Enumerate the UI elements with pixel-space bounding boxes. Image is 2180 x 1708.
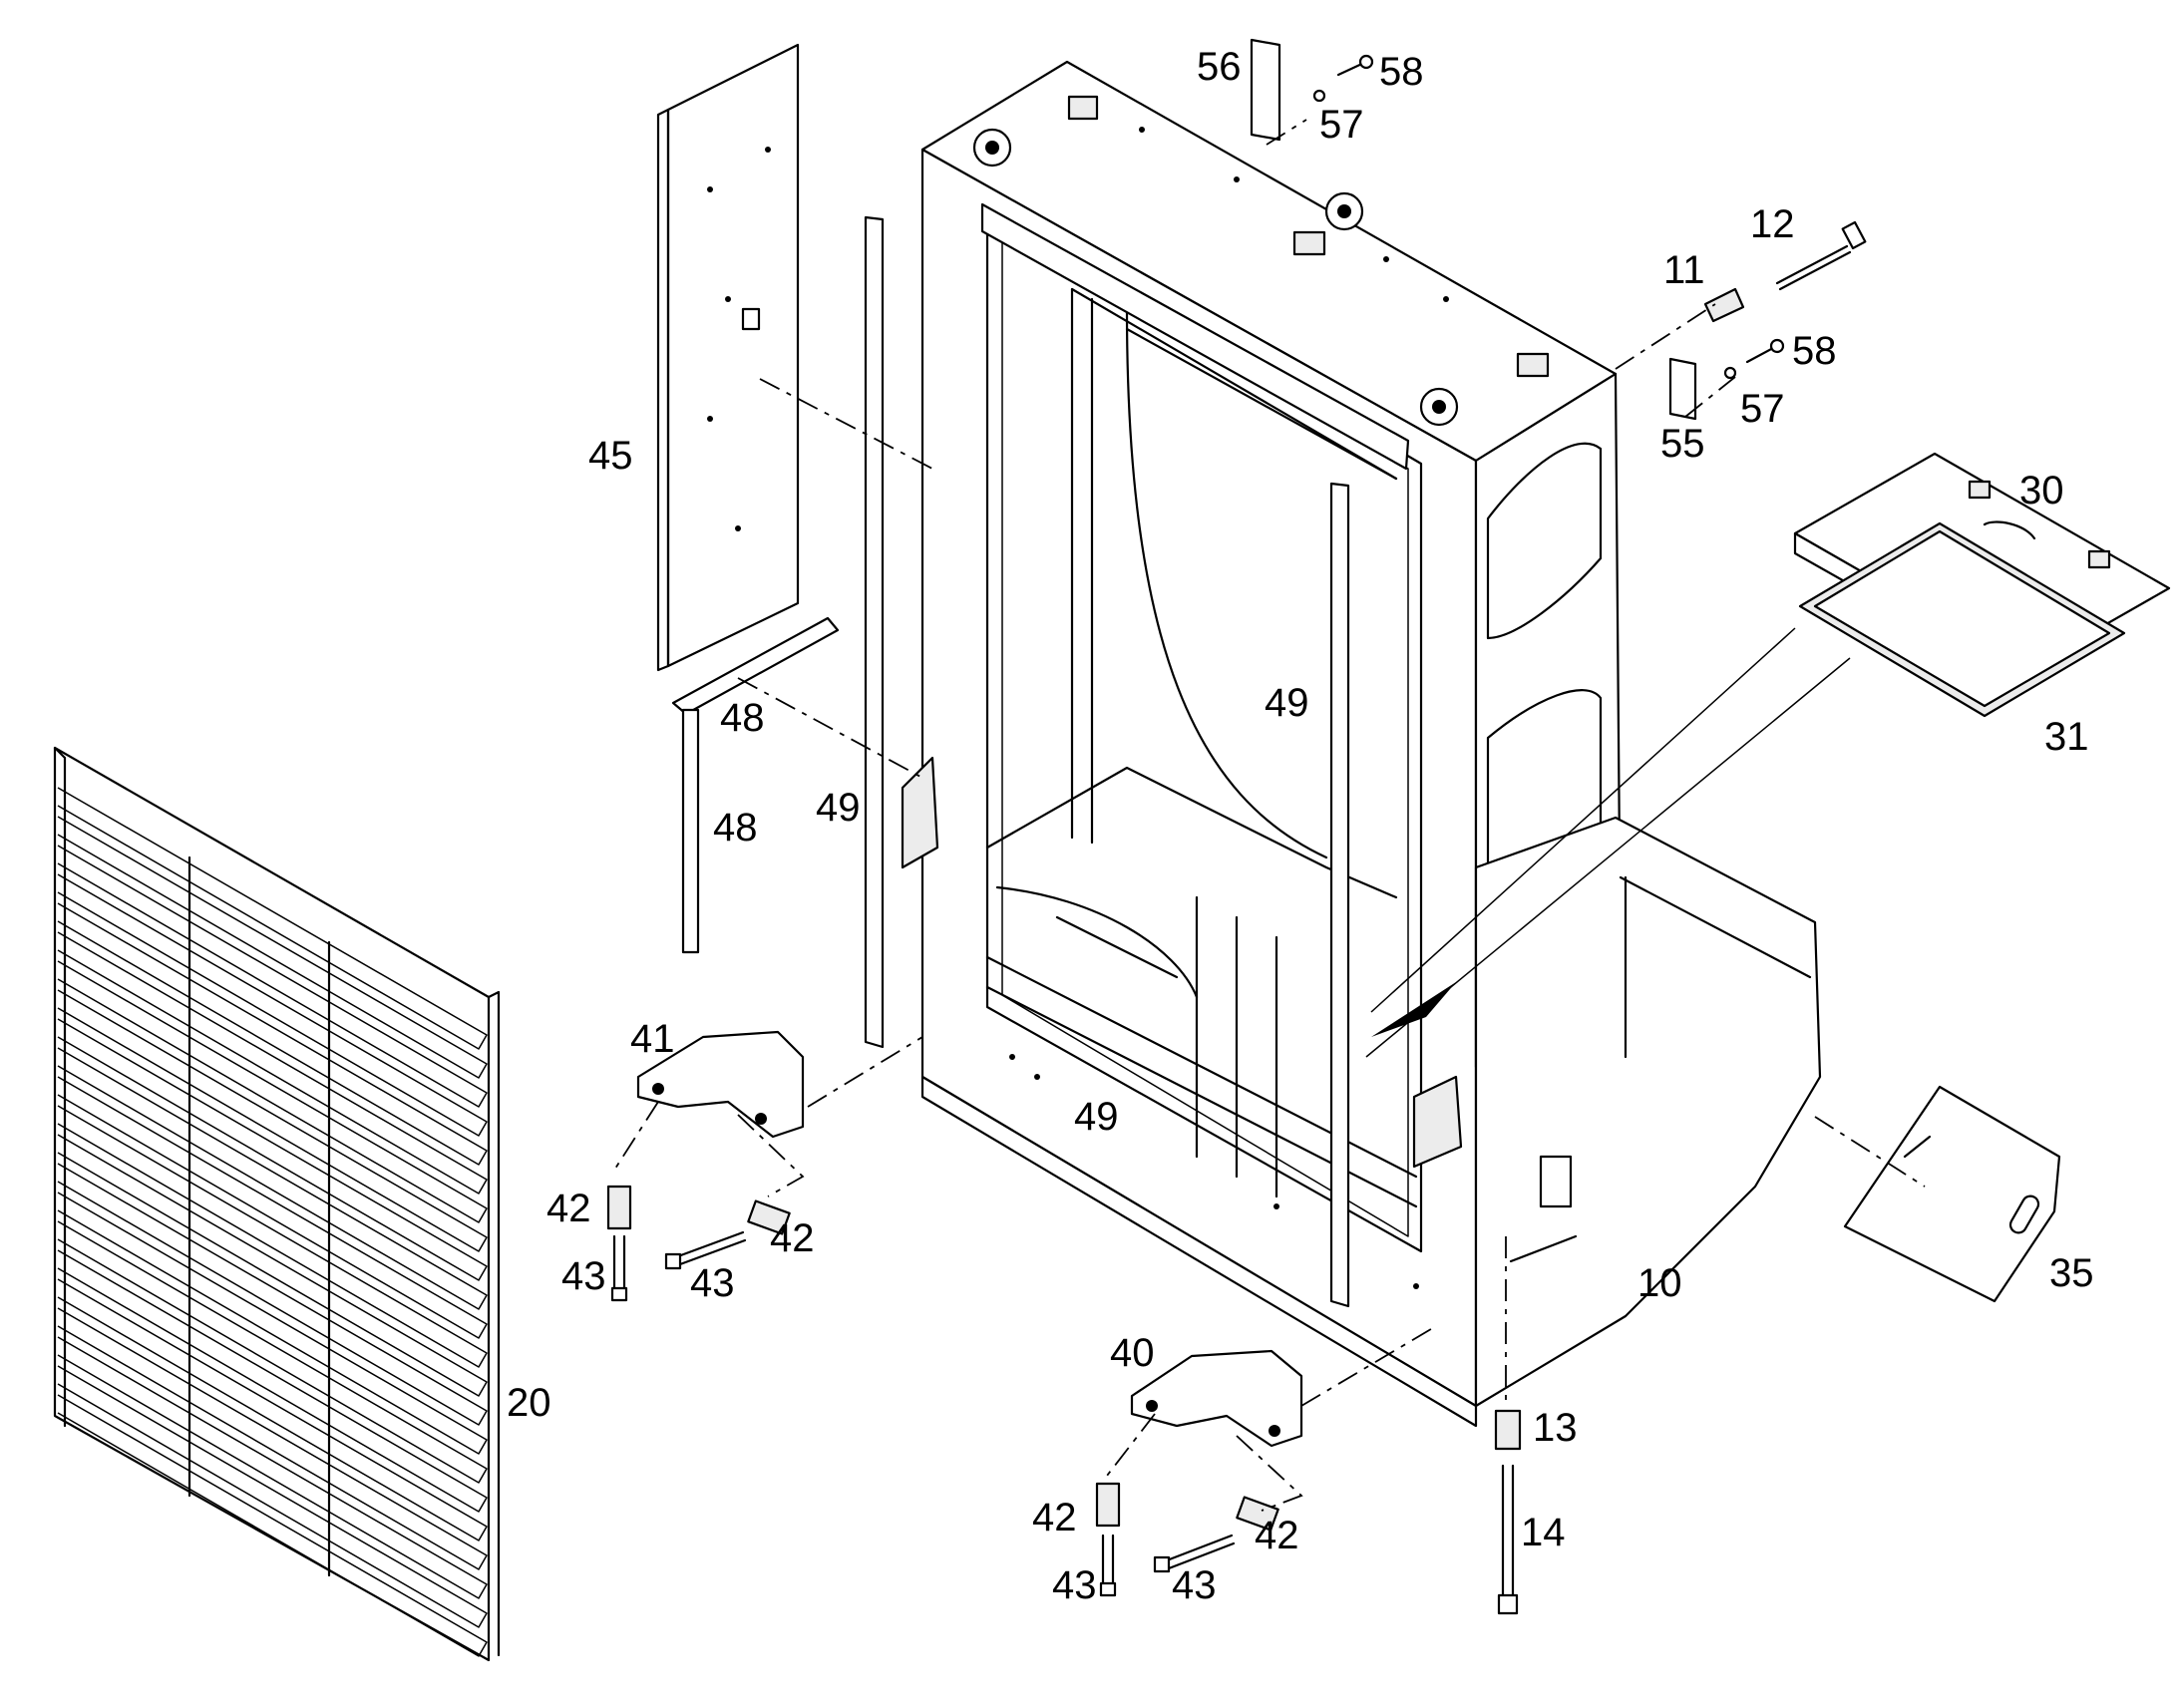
louver-slat bbox=[57, 960, 488, 1223]
label-58-a: 58 bbox=[1379, 50, 1424, 94]
louvered-grille bbox=[53, 746, 501, 1662]
label-31: 31 bbox=[2044, 715, 2089, 759]
louver-slat bbox=[57, 989, 488, 1252]
callout-labels: 10 11 12 13 14 20 30 31 35 40 41 42 42 4… bbox=[507, 45, 2094, 1607]
label-41: 41 bbox=[630, 1017, 675, 1061]
label-48-a: 48 bbox=[720, 696, 765, 740]
label-43-d: 43 bbox=[1172, 1563, 1217, 1607]
label-55: 55 bbox=[1660, 422, 1705, 466]
label-49-c: 49 bbox=[1074, 1095, 1119, 1139]
louver-slat bbox=[57, 1249, 488, 1513]
assembly-lines bbox=[612, 119, 1926, 1512]
louver-slat bbox=[57, 902, 488, 1166]
label-43-b: 43 bbox=[690, 1261, 735, 1305]
louver-slat bbox=[57, 1336, 488, 1599]
label-45: 45 bbox=[588, 434, 633, 478]
label-35: 35 bbox=[2049, 1251, 2094, 1295]
louver-slat bbox=[57, 1134, 488, 1397]
louver-slat bbox=[57, 787, 488, 1050]
label-12: 12 bbox=[1750, 202, 1795, 246]
label-56: 56 bbox=[1197, 45, 1242, 89]
label-10: 10 bbox=[1637, 1261, 1682, 1305]
label-20: 20 bbox=[507, 1381, 551, 1425]
label-49-b: 49 bbox=[1265, 681, 1309, 725]
louver-slat bbox=[57, 931, 488, 1195]
label-43-c: 43 bbox=[1052, 1563, 1097, 1607]
seal-strips bbox=[671, 215, 1350, 1308]
label-42-c: 42 bbox=[1032, 1496, 1077, 1539]
bracket-40 bbox=[1130, 1349, 1303, 1448]
door-panel bbox=[656, 43, 800, 672]
louver-slat bbox=[57, 1163, 488, 1426]
louver-slat bbox=[57, 1394, 488, 1657]
label-30: 30 bbox=[2019, 469, 2064, 512]
label-43-a: 43 bbox=[561, 1254, 606, 1298]
louver-slat bbox=[57, 873, 488, 1137]
label-49-a: 49 bbox=[816, 786, 861, 830]
louver-slat bbox=[57, 1278, 488, 1541]
label-42-b: 42 bbox=[770, 1216, 815, 1260]
cab-frame bbox=[901, 60, 1851, 1428]
louver-slat bbox=[57, 1307, 488, 1570]
cover-plate bbox=[1793, 452, 2171, 718]
louver-slat bbox=[57, 1076, 488, 1339]
louver-slat bbox=[57, 1220, 488, 1484]
louver-slat bbox=[57, 1365, 488, 1628]
side-plate bbox=[1843, 1085, 2061, 1303]
louver-slat bbox=[57, 816, 488, 1079]
label-48-b: 48 bbox=[713, 806, 758, 850]
louver-slat bbox=[57, 1105, 488, 1368]
hardware bbox=[606, 38, 1867, 1615]
label-42-d: 42 bbox=[1255, 1514, 1299, 1557]
louver-slat bbox=[57, 1018, 488, 1281]
label-57-a: 57 bbox=[1319, 103, 1364, 147]
label-57-b: 57 bbox=[1740, 387, 1785, 431]
label-14: 14 bbox=[1521, 1511, 1566, 1554]
label-42-a: 42 bbox=[546, 1187, 591, 1230]
label-13: 13 bbox=[1533, 1406, 1578, 1450]
louver-slat bbox=[57, 1047, 488, 1310]
label-40: 40 bbox=[1110, 1331, 1155, 1375]
label-58-b: 58 bbox=[1792, 329, 1837, 373]
louver-slat bbox=[57, 1192, 488, 1455]
louver-slat bbox=[57, 845, 488, 1108]
label-11: 11 bbox=[1663, 248, 1705, 292]
